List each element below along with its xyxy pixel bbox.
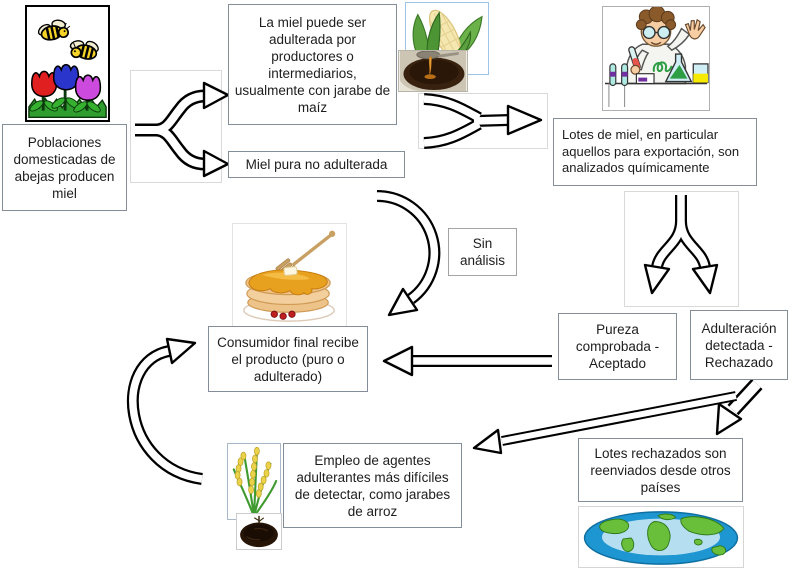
pancakes-image bbox=[232, 223, 347, 327]
merge-arrow-frame bbox=[418, 93, 548, 149]
split-arrow-frame bbox=[130, 70, 222, 183]
syrup-pour-image bbox=[398, 50, 468, 92]
box-rejected-reshipped-label: Lotes rechazados son reenviados desde ot… bbox=[590, 445, 731, 495]
box-lots-analyzed: Lotes de miel, en particular aquellos pa… bbox=[553, 118, 757, 186]
branch-down-frame bbox=[624, 191, 739, 307]
bees-and-tulips-image bbox=[25, 5, 110, 122]
box-bee-populations-label: Poblaciones domesticadas de abejas produ… bbox=[13, 134, 116, 201]
arrow-accepted-to-consumer bbox=[382, 345, 552, 377]
soil-image bbox=[236, 513, 282, 550]
arrow-no-analysis-curve bbox=[376, 189, 441, 317]
pancakes-honey-icon bbox=[243, 230, 336, 322]
box-final-consumer-label: Consumidor final recibe el producto (pur… bbox=[217, 334, 359, 384]
box-adulteration-rejected: Adulteración detectada - Rechazado bbox=[690, 310, 788, 380]
rice-plant-icon bbox=[232, 446, 278, 518]
box-adulteration-rejected-label: Adulteración detectada - Rechazado bbox=[701, 320, 777, 370]
box-harder-adulterants-label: Empleo de agentes adulterantes más difíc… bbox=[294, 452, 451, 519]
arrow-adulterants-to-consumer-curve bbox=[126, 337, 204, 485]
box-adulterated-honey-label: La miel puede ser adulterada por product… bbox=[234, 14, 391, 115]
box-pure-honey: Miel pura no adulterada bbox=[228, 151, 405, 178]
box-harder-adulterants: Empleo de agentes adulterantes más difíc… bbox=[283, 443, 462, 528]
box-final-consumer: Consumidor final recibe el producto (pur… bbox=[208, 326, 368, 392]
scientist-image bbox=[602, 6, 710, 111]
soil-mound-icon bbox=[240, 515, 278, 548]
rice-plant-image bbox=[227, 443, 281, 520]
box-adulterated-honey: La miel puede ser adulterada por product… bbox=[228, 4, 397, 125]
bees-and-tulips-icon bbox=[28, 19, 107, 119]
box-purity-accepted-label: Pureza comprobada - Aceptado bbox=[575, 322, 660, 371]
scientist-icon bbox=[604, 7, 709, 108]
world-globe-icon bbox=[583, 511, 739, 565]
box-bee-populations: Poblaciones domesticadas de abejas produ… bbox=[2, 124, 127, 211]
box-no-analysis: Sin análisis bbox=[448, 228, 517, 276]
box-rejected-reshipped: Lotes rechazados son reenviados desde ot… bbox=[578, 438, 743, 502]
box-no-analysis-label: Sin análisis bbox=[459, 236, 506, 268]
box-pure-honey-label: Miel pura no adulterada bbox=[245, 157, 388, 172]
globe-image bbox=[578, 506, 744, 568]
arrow-rejected-to-reshipped bbox=[715, 378, 763, 436]
box-lots-analyzed-label: Lotes de miel, en particular aquellos pa… bbox=[562, 127, 740, 176]
box-purity-accepted: Pureza comprobada - Aceptado bbox=[558, 313, 677, 380]
syrup-pour-icon bbox=[399, 51, 467, 91]
